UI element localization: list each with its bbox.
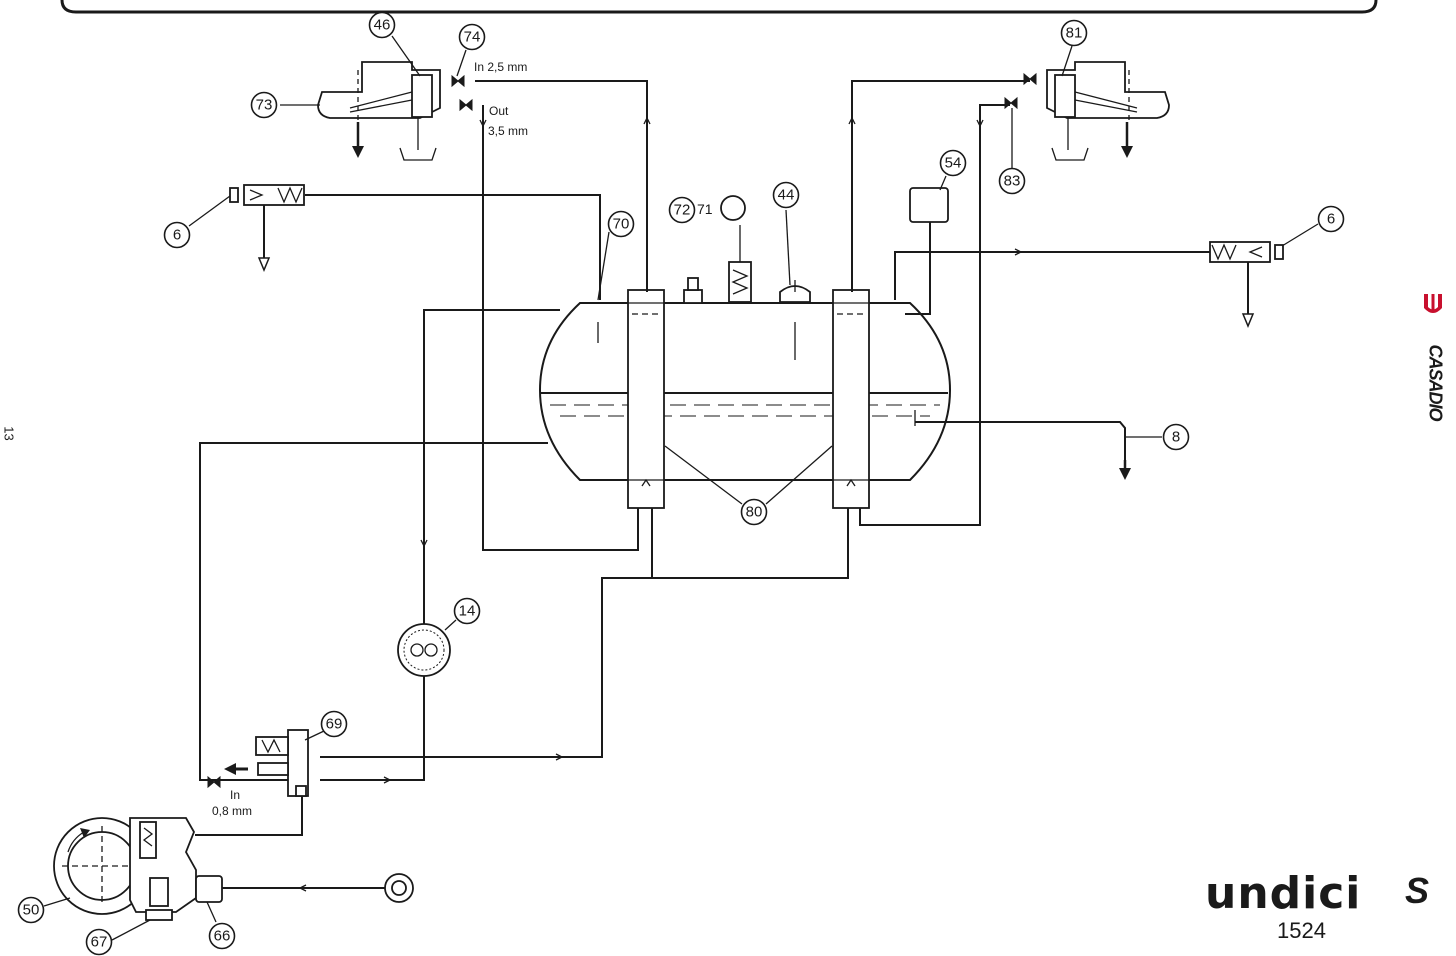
callout-81: 81 bbox=[1060, 19, 1088, 47]
callout-80: 80 bbox=[740, 498, 768, 526]
svg-text:46: 46 bbox=[374, 17, 391, 34]
svg-text:67: 67 bbox=[91, 934, 108, 951]
heat-exchanger-left bbox=[627, 289, 665, 509]
svg-text:66: 66 bbox=[214, 928, 231, 945]
note-in-top: In 2,5 mm bbox=[474, 60, 527, 74]
brand-name: CASADIO bbox=[1425, 344, 1446, 421]
solenoid-valve-icon bbox=[229, 184, 1284, 263]
svg-text:50: 50 bbox=[23, 902, 40, 919]
note-out-size: 3,5 mm bbox=[488, 124, 528, 138]
model-badge: undici S 1524 bbox=[1205, 868, 1445, 948]
callout-6-right: 6 bbox=[1317, 205, 1345, 233]
boiler bbox=[538, 302, 952, 481]
svg-text:44: 44 bbox=[778, 187, 795, 204]
svg-text:6: 6 bbox=[173, 227, 181, 244]
pressure-switch-72 bbox=[683, 277, 703, 304]
svg-text:6: 6 bbox=[1327, 211, 1335, 228]
svg-text:80: 80 bbox=[746, 504, 763, 521]
callout-50: 50 bbox=[17, 896, 45, 924]
callout-70: 70 bbox=[607, 210, 635, 238]
brand-logo bbox=[1424, 294, 1442, 313]
callout-8: 8 bbox=[1162, 423, 1190, 451]
heat-exchanger-icon bbox=[195, 875, 223, 903]
pressure-switch-54 bbox=[909, 187, 949, 223]
callout-14: 14 bbox=[453, 597, 481, 625]
flow-arrows bbox=[298, 116, 1023, 892]
svg-text:74: 74 bbox=[464, 29, 481, 46]
model-variant: S bbox=[1405, 870, 1430, 911]
callout-69: 69 bbox=[320, 710, 348, 738]
water-inlet-icon bbox=[384, 873, 414, 903]
svg-text:14: 14 bbox=[459, 603, 476, 620]
pump-icon bbox=[53, 817, 197, 921]
callout-44: 44 bbox=[772, 181, 800, 209]
leader-lines bbox=[43, 35, 1319, 941]
svg-text:8: 8 bbox=[1172, 429, 1180, 446]
note-out-top: Out bbox=[489, 104, 509, 118]
svg-text:81: 81 bbox=[1066, 25, 1083, 42]
svg-text:54: 54 bbox=[945, 155, 962, 172]
safety-valve-71 bbox=[720, 195, 752, 303]
pressure-gauge-icon bbox=[397, 623, 451, 677]
note-in-bottom: In bbox=[230, 788, 240, 802]
page-number: 13 bbox=[1, 426, 17, 441]
callout-54: 54 bbox=[939, 149, 967, 177]
vacuum-valve-44 bbox=[779, 280, 811, 303]
group-head-left bbox=[317, 61, 441, 161]
group-head-right bbox=[1046, 61, 1170, 161]
model-code: 1524 bbox=[1277, 918, 1326, 943]
heat-exchanger-right bbox=[832, 289, 870, 509]
callout-83: 83 bbox=[998, 167, 1026, 195]
frame-top bbox=[60, 0, 1378, 14]
svg-text:69: 69 bbox=[326, 716, 343, 733]
svg-text:73: 73 bbox=[256, 97, 273, 114]
callout-6-left: 6 bbox=[163, 221, 191, 249]
svg-text:70: 70 bbox=[613, 216, 630, 233]
callout-66: 66 bbox=[208, 922, 236, 950]
block-69 bbox=[255, 729, 309, 797]
valve-icon bbox=[207, 72, 1037, 789]
callout-73: 73 bbox=[250, 91, 278, 119]
callout-72: 72 bbox=[668, 196, 696, 224]
callout-71: 71 bbox=[697, 201, 713, 217]
svg-text:72: 72 bbox=[674, 202, 691, 219]
brand: CASADIO bbox=[1418, 292, 1448, 442]
model-name: undici bbox=[1205, 868, 1362, 919]
callout-46: 46 bbox=[368, 11, 396, 39]
svg-text:83: 83 bbox=[1004, 173, 1021, 190]
drain-arrow-icon bbox=[224, 122, 1255, 775]
callout-67: 67 bbox=[85, 928, 113, 956]
callout-74: 74 bbox=[458, 23, 486, 51]
note-in-bottom-size: 0,8 mm bbox=[212, 804, 252, 818]
pipes bbox=[195, 80, 1210, 889]
